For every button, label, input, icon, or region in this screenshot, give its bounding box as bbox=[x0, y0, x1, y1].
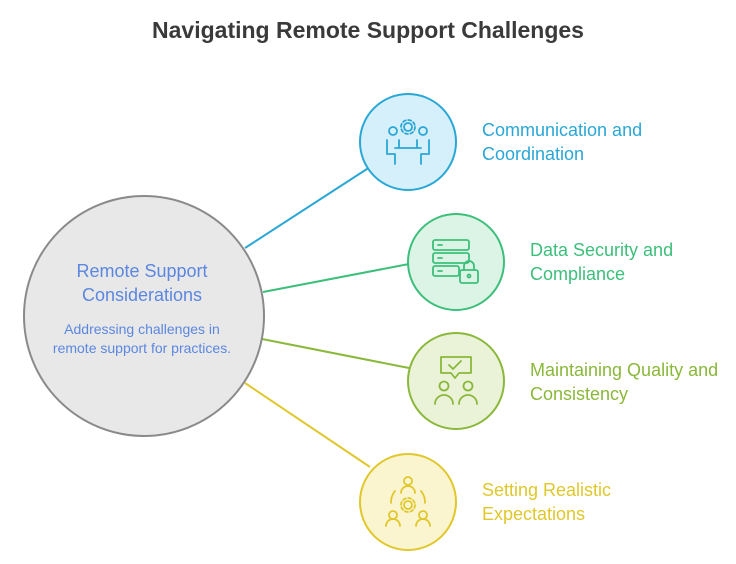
expectations-team-icon bbox=[385, 476, 431, 527]
connector-communication bbox=[244, 166, 371, 249]
label-security: Data Security and Compliance bbox=[530, 240, 674, 284]
center-description: Addressing challenges in remote support … bbox=[52, 321, 232, 356]
connector-quality bbox=[261, 338, 410, 369]
label-expectations: Setting Realistic Expectations bbox=[482, 480, 612, 524]
node-quality bbox=[407, 332, 505, 430]
label-communication: Communication and Coordination bbox=[482, 120, 643, 164]
node-security bbox=[407, 213, 505, 311]
connector-security bbox=[262, 263, 410, 293]
quality-review-icon bbox=[434, 356, 478, 405]
diagram-title: Navigating Remote Support Challenges bbox=[152, 17, 584, 43]
secure-server-icon bbox=[432, 239, 479, 284]
team-meeting-icon bbox=[386, 119, 430, 165]
connector-expectations bbox=[244, 382, 371, 468]
center-circle bbox=[23, 195, 265, 437]
label-quality: Maintaining Quality and Consistency bbox=[530, 360, 719, 404]
node-communication bbox=[359, 93, 457, 191]
center-title: Remote Support Considerations bbox=[76, 261, 208, 305]
node-expectations bbox=[359, 453, 457, 551]
